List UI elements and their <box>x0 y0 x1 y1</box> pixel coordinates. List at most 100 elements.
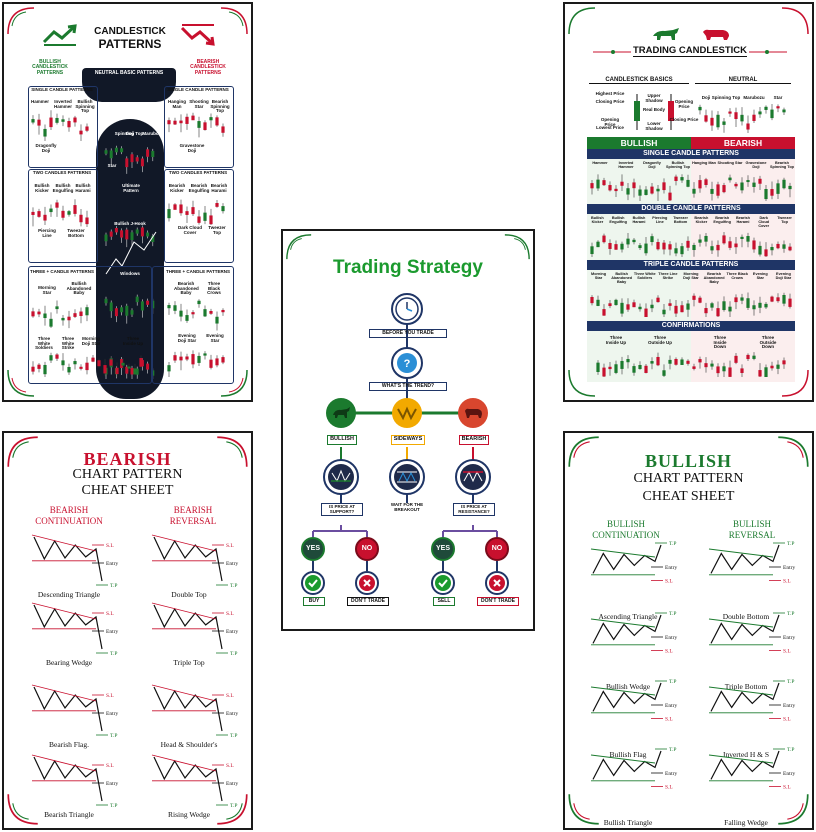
candle <box>776 241 780 250</box>
candle <box>109 300 113 318</box>
candle <box>764 301 768 310</box>
candle <box>55 113 59 125</box>
pattern-name: Inverted H & S <box>723 750 769 759</box>
tp-label: T.P <box>110 651 117 657</box>
pattern-name: Double Top <box>171 590 207 599</box>
candle <box>31 115 35 125</box>
candle <box>37 363 41 373</box>
candles-left-two <box>31 199 89 227</box>
corner-ornament-icon <box>217 794 248 825</box>
resistance-question-label: IS PRICE AT RESISTANCE? <box>453 503 495 517</box>
candle <box>120 146 124 155</box>
candles-right-three-top <box>167 299 225 331</box>
corner-ornament-icon <box>7 7 35 35</box>
pattern-name: Bullish Triangle <box>604 818 653 827</box>
label-piercing-line: Piercing Line <box>38 228 56 238</box>
candle <box>686 174 690 188</box>
sl-label: S.L <box>106 763 114 769</box>
candle <box>61 353 65 371</box>
candle <box>656 185 660 201</box>
tp-label: T.P <box>787 611 794 617</box>
entry-label: Entry <box>106 561 118 567</box>
sheet-title-2: CHART PATTERN <box>633 471 744 486</box>
candle <box>135 227 139 236</box>
pattern-label: Evening Star <box>752 272 768 280</box>
candle <box>602 177 606 186</box>
candle <box>125 303 129 324</box>
candle <box>130 152 134 168</box>
bullish-arrow-icon <box>42 24 77 46</box>
candle <box>614 360 618 375</box>
pattern-label: Bullish Kicker <box>591 216 604 224</box>
basics-label-closing: Closing Price <box>595 99 625 104</box>
corner-ornament-icon <box>7 436 38 467</box>
right-two-heading: TWO CANDLES PATTERNS <box>168 170 228 175</box>
basics-label-closing-2: Closing Price <box>669 117 699 122</box>
candle <box>656 238 660 251</box>
candle <box>788 293 792 309</box>
left-two-heading: TWO CANDLES PATTERNS <box>32 170 92 175</box>
candle <box>167 203 171 222</box>
neutral-label-doji: Doji <box>701 95 711 100</box>
candle <box>662 304 666 317</box>
candle <box>716 111 720 130</box>
yes-badge-right: YES <box>431 537 455 561</box>
pattern-label: Tweezer Bottom <box>673 216 688 224</box>
candle <box>644 237 648 256</box>
pattern-name: Bearish Flag. <box>49 740 89 749</box>
candle <box>135 294 139 306</box>
candle <box>698 356 702 369</box>
reversal-heading: BULLISH REVERSAL <box>728 519 776 540</box>
bearish-arrow-icon <box>180 24 215 46</box>
candle <box>734 182 738 189</box>
candle <box>710 360 714 370</box>
tp-label: T.P <box>669 679 676 685</box>
candle <box>656 352 660 367</box>
sheet-title-1: BEARISH <box>83 449 172 469</box>
entry-label: Entry <box>226 629 238 635</box>
corner-ornament-icon <box>778 436 809 467</box>
candle <box>185 113 189 130</box>
candle <box>221 203 225 214</box>
candle <box>734 236 738 254</box>
candle <box>782 357 786 369</box>
label-bullish-kicker: Bullish Kicker <box>34 183 50 193</box>
tp-label: T.P <box>669 747 676 753</box>
sl-label: S.L <box>783 649 791 655</box>
label-star: Star <box>107 163 117 168</box>
tp-label: T.P <box>230 583 237 589</box>
candle <box>728 360 732 377</box>
trend-line <box>105 231 157 275</box>
center-column-chart <box>104 145 157 379</box>
candle <box>596 240 600 248</box>
label-bullish-engulfing: Bullish Engulfing <box>52 183 74 193</box>
label-morning-doji-star: Morning Doji Star <box>81 336 101 346</box>
tp-label: T.P <box>787 679 794 685</box>
candle <box>203 305 207 317</box>
candle <box>770 295 774 303</box>
confirm-heading: CONFIRMATIONS <box>661 322 721 329</box>
candle <box>728 108 732 117</box>
candle <box>668 185 672 201</box>
bear-icon <box>703 29 729 40</box>
candle <box>209 113 213 128</box>
candle <box>121 358 125 371</box>
right-three-box <box>152 266 234 384</box>
candle <box>173 301 177 315</box>
candle <box>620 241 624 253</box>
bearish-heading: BEARISH CANDLESTICK PATTERNS <box>190 59 226 76</box>
candles-right-three-bottom <box>167 350 225 377</box>
candle <box>638 303 642 312</box>
candle <box>758 363 762 377</box>
confirm-label-three-inside-up: Three Inside Up <box>605 335 627 345</box>
sheet-title-3: CHEAT SHEET <box>642 489 735 504</box>
candles-neutral <box>698 104 786 133</box>
candle <box>73 309 77 319</box>
candle <box>740 177 744 194</box>
candle <box>67 363 71 375</box>
candle <box>710 301 714 311</box>
candle <box>209 308 213 315</box>
candle <box>608 362 612 376</box>
candle <box>722 362 726 377</box>
